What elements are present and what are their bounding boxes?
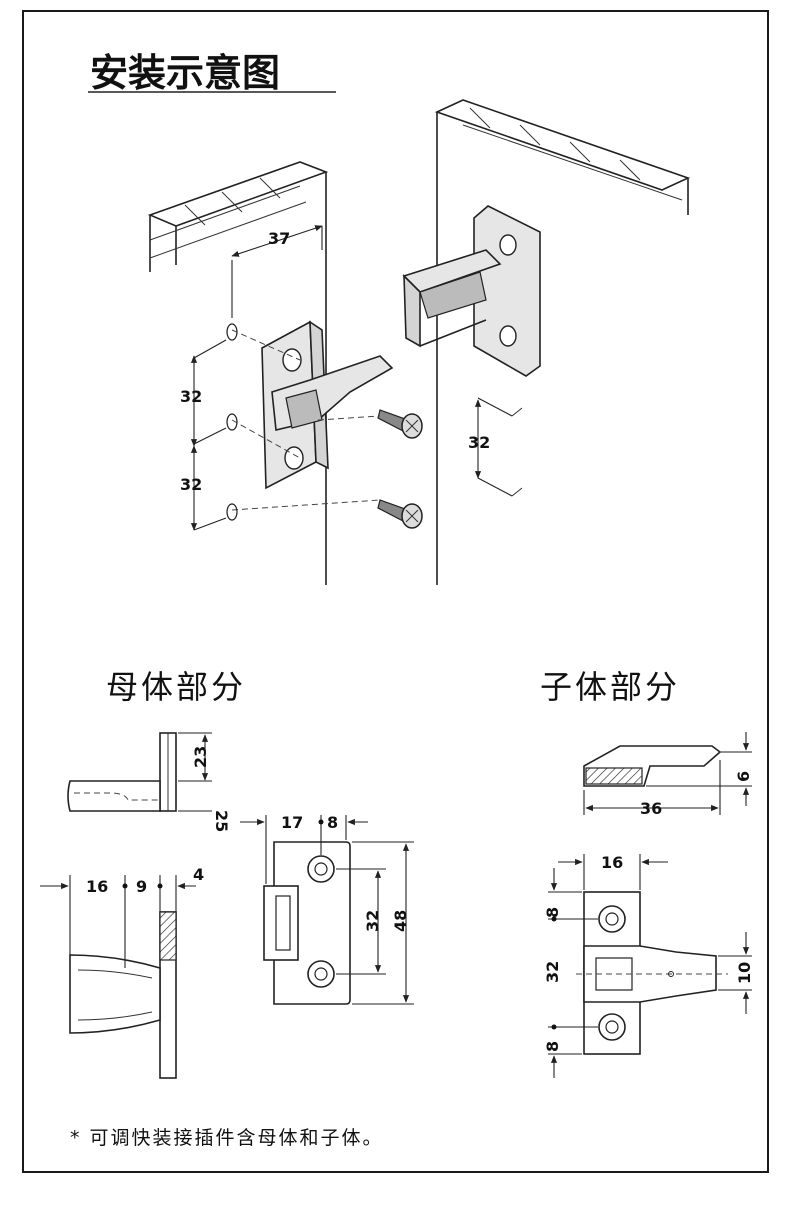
female-side-view: 23 25 xyxy=(67,732,231,832)
female-top-view: 16 9 4 xyxy=(40,865,204,1079)
screw-lower xyxy=(377,499,423,529)
dim-48: 48 xyxy=(391,910,410,932)
dim-32-male: 32 xyxy=(543,961,562,983)
male-section-heading: 子体部分 xyxy=(540,668,680,706)
dim-36: 36 xyxy=(640,799,662,818)
male-front-view: 16 8 32 8 10 xyxy=(543,853,754,1078)
page-title-text: 安装示意图 xyxy=(90,51,280,95)
right-cabinet-panel xyxy=(434,99,691,585)
dim-4: 4 xyxy=(193,865,204,884)
dim-16-male: 16 xyxy=(601,853,623,872)
dim-10: 10 xyxy=(735,962,754,984)
female-connector-3d xyxy=(261,320,394,490)
dim-32-upper: 32 xyxy=(180,387,202,406)
screw-upper xyxy=(377,409,423,439)
dim-8-male-bottom: 8 xyxy=(543,1041,562,1052)
male-side-view: 6 36 xyxy=(583,732,753,818)
female-front-view: 17 8 32 48 xyxy=(240,813,414,1005)
diagram-frame xyxy=(22,10,769,1173)
dim-9: 9 xyxy=(136,877,147,896)
dim-37: 37 xyxy=(268,229,290,248)
dim-6: 6 xyxy=(734,771,753,782)
dim-32-lower: 32 xyxy=(180,475,202,494)
male-connector-3d xyxy=(402,205,541,377)
dim-17: 17 xyxy=(281,813,303,832)
dim-8-front: 8 xyxy=(327,813,338,832)
dim-32-front: 32 xyxy=(363,910,382,932)
dim-32-right: 32 xyxy=(468,433,490,452)
assembly-illustration: 37 32 32 32 xyxy=(147,99,691,585)
female-section-heading: 母体部分 xyxy=(106,668,246,706)
dim-25: 25 xyxy=(212,810,231,832)
dim-8-male-top: 8 xyxy=(543,907,562,918)
dim-23: 23 xyxy=(191,746,210,768)
left-cabinet-panel xyxy=(147,161,329,585)
footnote: * 可调快装接插件含母体和子体。 xyxy=(70,1127,384,1149)
page-title: 安装示意图 xyxy=(88,51,336,95)
dim-16-top: 16 xyxy=(86,877,108,896)
